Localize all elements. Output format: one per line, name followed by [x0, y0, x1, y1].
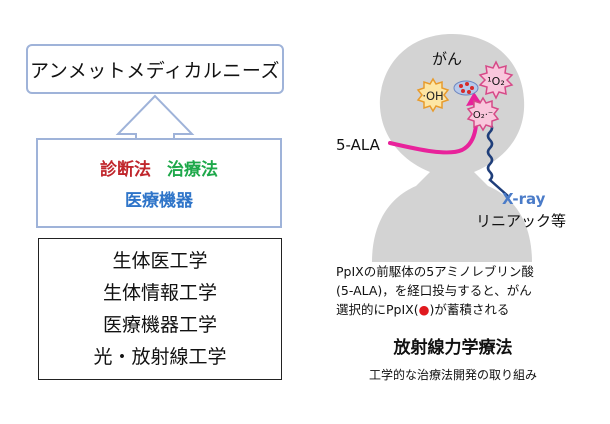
- unmet-needs-box: アンメットメディカルニーズ: [26, 44, 284, 94]
- oh-burst-icon: [416, 77, 450, 113]
- ppix-dot: [465, 82, 469, 86]
- methods-row: 診断法 治療法: [100, 155, 218, 180]
- description-text: PpIXの前駆体の5アミノレブリン酸 (5-ALA)，を経口投与すると、がん 選…: [336, 262, 596, 319]
- methods-box: 診断法 治療法 医療機器: [36, 138, 282, 228]
- devices-label: 医療機器: [125, 191, 193, 211]
- ppix-dot: [459, 84, 463, 88]
- field-item: 光・放射線工学: [93, 346, 227, 368]
- oh-label: ·OH: [422, 89, 443, 103]
- ppix-dot: [461, 89, 465, 93]
- field-item: 生体情報工学: [102, 282, 217, 304]
- cancer-label: がん: [432, 50, 462, 68]
- singlet-oxygen-burst-icon: [478, 60, 514, 100]
- xray-label: X-ray: [502, 190, 546, 208]
- description-text-part: 選択的にPpIX(: [336, 302, 419, 317]
- linac-label: リニアック等: [476, 212, 566, 230]
- engineering-fields-box: 生体医工学 生体情報工学 医療機器工学 光・放射線工学: [38, 238, 282, 380]
- therapy-label: 治療法: [167, 160, 218, 180]
- superoxide-label: O₂·⁻: [473, 110, 493, 121]
- diagnosis-label: 診断法: [100, 160, 151, 180]
- ala-label: 5-ALA: [336, 136, 381, 154]
- caption: 工学的な治療法開発の取り組み: [368, 368, 537, 382]
- description-line: (5-ALA)，を経口投与すると、がん: [336, 283, 532, 298]
- ppix-marker: ●: [418, 302, 430, 317]
- description-line: 選択的にPpIX(●)が蓄積される: [336, 300, 596, 319]
- therapy-title: 放射線力学療法: [393, 338, 513, 358]
- ppix-dot: [470, 86, 474, 90]
- description-line: PpIXの前駆体の5アミノレブリン酸: [336, 264, 534, 279]
- description-text-part: )が蓄積される: [429, 302, 510, 317]
- field-item: 生体医工学: [112, 250, 208, 272]
- singlet-oxygen-label: ¹O₂: [487, 75, 504, 88]
- xray-wave: [486, 123, 509, 197]
- ppix-dot: [467, 90, 471, 94]
- field-item: 医療機器工学: [102, 314, 217, 336]
- superoxide-burst-icon: [466, 96, 500, 132]
- unmet-needs-label: アンメットメディカルニーズ: [30, 59, 280, 82]
